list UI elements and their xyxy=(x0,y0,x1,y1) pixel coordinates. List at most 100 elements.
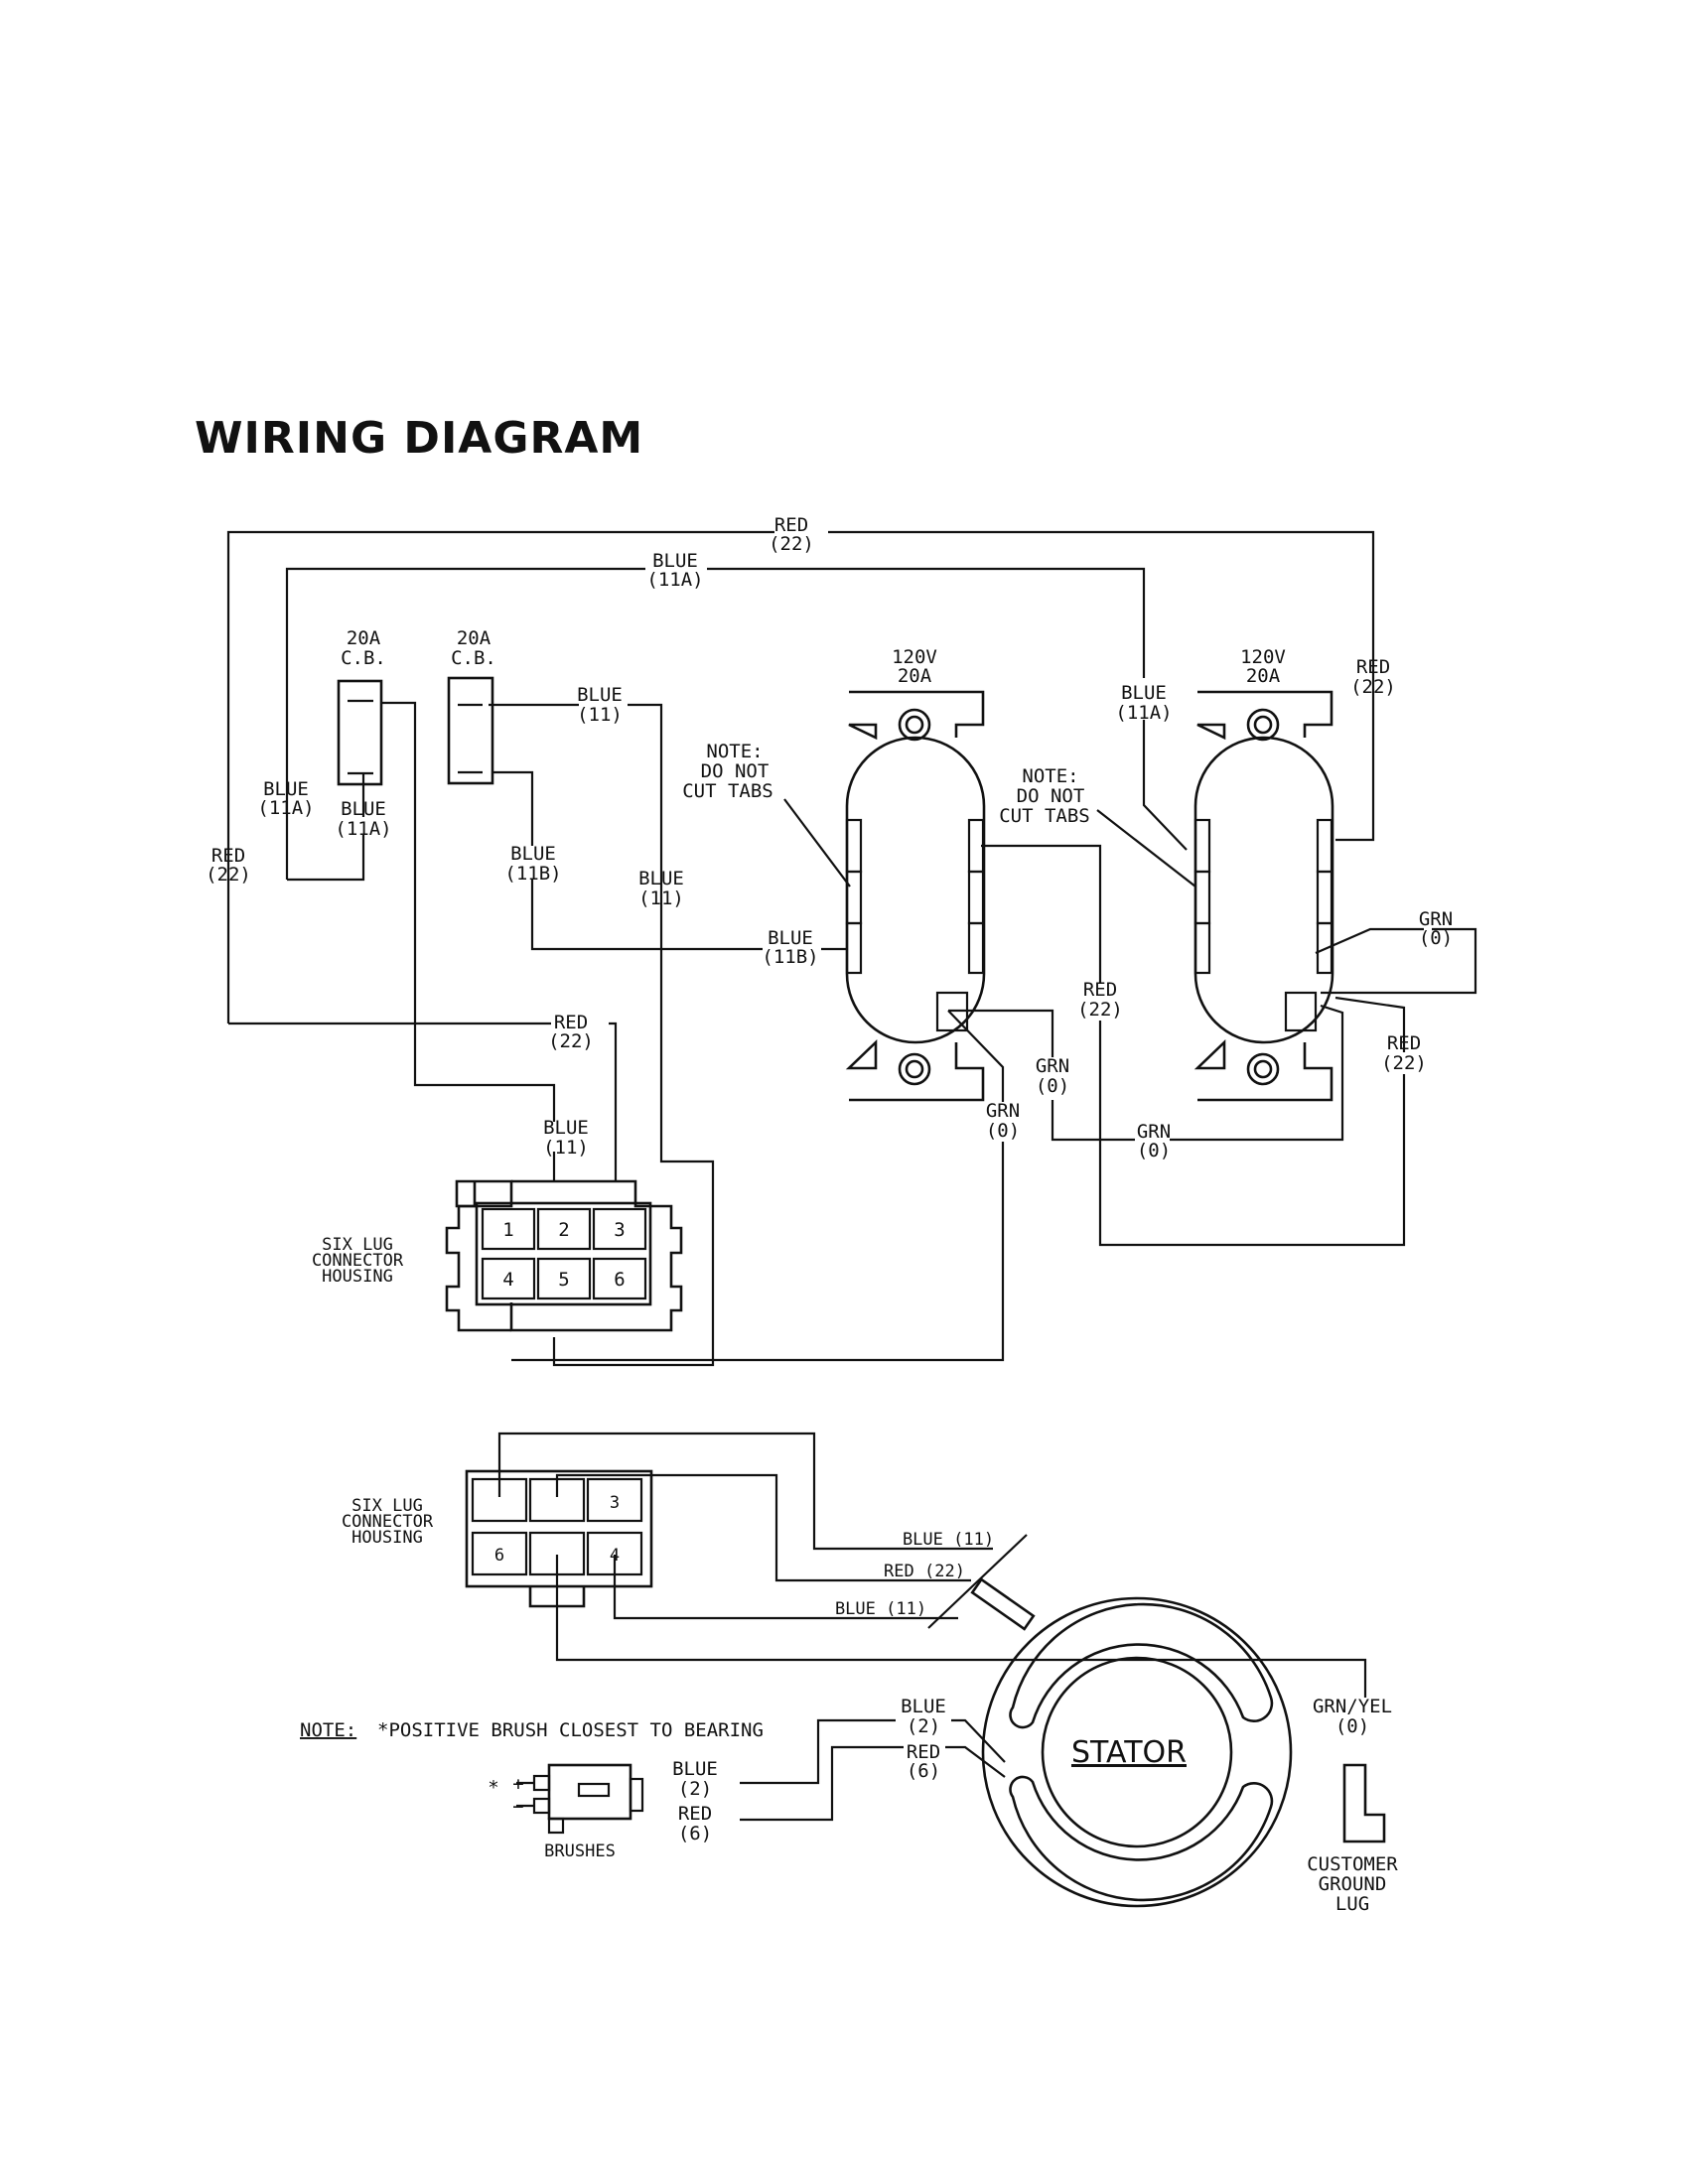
label-blue: BLUE xyxy=(341,798,386,820)
labels: RED (22) BLUE (11A) 20A C.B. 20A C.B. BL… xyxy=(206,514,1453,1915)
label-red-22-inline: RED (22) xyxy=(884,1562,965,1581)
connector-upper xyxy=(445,1179,683,1332)
label-num: (22) xyxy=(548,1030,594,1052)
label-num: (22) xyxy=(1077,999,1123,1021)
label-blue: BLUE xyxy=(1121,682,1167,704)
receptacle-1-voltage: 120V xyxy=(892,646,937,668)
note-2-label: NOTE: xyxy=(1022,765,1078,787)
wire-blue-11b xyxy=(491,770,846,951)
label-red: RED xyxy=(1356,656,1390,678)
wire-blue-11a-top xyxy=(285,567,1188,880)
wire-red-22-mid xyxy=(981,844,1406,1247)
wire-blue-2-brush xyxy=(740,1718,1006,1785)
label-num: (11B) xyxy=(762,946,818,968)
breaker-2-rating: 20A xyxy=(457,627,491,649)
label-blue: BLUE xyxy=(768,927,813,949)
lug-3: 3 xyxy=(614,1219,625,1241)
wire-blue-11-lower-2 xyxy=(613,1555,958,1620)
receptacle-1 xyxy=(845,690,986,1102)
receptacle-2 xyxy=(1193,690,1334,1102)
note-2-text: DO NOT xyxy=(1017,785,1085,807)
label-num: (0) xyxy=(1036,1075,1069,1097)
receptacle-2-voltage: 120V xyxy=(1240,646,1286,668)
label-num: (0) xyxy=(1137,1140,1171,1161)
connector-label: HOUSING xyxy=(322,1267,393,1287)
page-title: WIRING DIAGRAM xyxy=(195,413,644,464)
lug-4: 4 xyxy=(502,1269,513,1291)
ground-lug-icon xyxy=(1342,1763,1386,1843)
wire-blue-11-cb1 xyxy=(380,701,556,1181)
wire-blue-11-lower-1 xyxy=(497,1432,993,1551)
brush-note-text: *POSITIVE BRUSH CLOSEST TO BEARING xyxy=(377,1719,764,1741)
label-num: (11B) xyxy=(504,863,561,885)
label-red: RED xyxy=(678,1803,712,1825)
label-blue: BLUE xyxy=(510,843,556,865)
wire-red-22-top xyxy=(226,530,1375,1024)
label-blue: BLUE xyxy=(263,778,309,800)
label-grn: GRN xyxy=(1419,908,1453,930)
lug-6: 6 xyxy=(494,1546,504,1566)
brushes-icon xyxy=(516,1763,644,1835)
note-1-text: CUT TABS xyxy=(682,780,773,802)
connector-lower xyxy=(465,1469,653,1608)
note-1-text: DO NOT xyxy=(701,760,770,782)
brush-plus: + xyxy=(512,1773,523,1795)
connector-label: SIX LUG xyxy=(322,1235,393,1255)
label-num: (6) xyxy=(907,1760,940,1782)
wire-grn-yel xyxy=(555,1555,1367,1698)
label-blue-11-inline: BLUE (11) xyxy=(903,1530,994,1550)
label-num: (11) xyxy=(543,1137,589,1159)
label-grn: GRN xyxy=(1137,1121,1171,1143)
label-blue: BLUE xyxy=(577,684,623,706)
circuit-breaker-2 xyxy=(447,676,494,785)
breaker-2-type: C.B. xyxy=(451,647,496,669)
wire-red-22-lower xyxy=(555,1473,971,1582)
stator-label: STATOR xyxy=(1071,1735,1187,1770)
label-num: (11A) xyxy=(646,569,703,591)
label-blue: BLUE xyxy=(543,1117,589,1139)
brush-note-label: NOTE: xyxy=(300,1719,356,1741)
label-red: RED xyxy=(1387,1032,1421,1054)
label-num: (11A) xyxy=(257,797,314,819)
label-num: (22) xyxy=(1381,1052,1427,1074)
wires-upper xyxy=(226,530,1477,1367)
label-blue: BLUE xyxy=(638,868,684,889)
wire-grn-0-a xyxy=(948,1004,1344,1142)
label-red: RED xyxy=(211,845,245,867)
breaker-1-type: C.B. xyxy=(341,647,386,669)
label-num: (11) xyxy=(638,887,684,909)
breaker-1-rating: 20A xyxy=(347,627,381,649)
lug-4: 4 xyxy=(610,1546,620,1566)
lug-3: 3 xyxy=(610,1493,620,1513)
label-blue-11-inline: BLUE (11) xyxy=(835,1599,926,1619)
connector-label: SIX LUG xyxy=(351,1496,423,1516)
stator xyxy=(981,1596,1293,1908)
label-num: (11A) xyxy=(335,818,391,840)
lug-2: 2 xyxy=(558,1219,569,1241)
brushes-label: BRUSHES xyxy=(544,1842,616,1861)
label-num: (22) xyxy=(1350,676,1396,698)
lug-6: 6 xyxy=(614,1269,625,1291)
label-num: (0) xyxy=(1335,1715,1369,1737)
note-pointer-2 xyxy=(1096,809,1196,887)
note-2-text: CUT TABS xyxy=(999,805,1090,827)
label-num: (2) xyxy=(678,1778,712,1800)
label-grn: GRN xyxy=(986,1100,1020,1122)
label-num: (0) xyxy=(1419,927,1453,949)
note-1-label: NOTE: xyxy=(706,741,763,762)
lug-1: 1 xyxy=(502,1219,513,1241)
wire-blue-11a-breaker xyxy=(287,772,365,882)
label-blue: BLUE xyxy=(901,1696,946,1717)
connector-label: CONNECTOR xyxy=(342,1512,434,1532)
label-num: (22) xyxy=(206,864,251,886)
circuit-breaker-1 xyxy=(337,679,383,786)
label-red: RED xyxy=(774,514,808,536)
label-num: (11) xyxy=(577,704,623,726)
label-num: (22) xyxy=(769,533,814,555)
ground-lug-label: GROUND xyxy=(1319,1873,1387,1895)
label-blue: BLUE xyxy=(672,1758,718,1780)
label-grn-yel: GRN/YEL xyxy=(1313,1696,1392,1717)
label-red: RED xyxy=(907,1741,940,1763)
label-num: (11A) xyxy=(1115,702,1172,724)
